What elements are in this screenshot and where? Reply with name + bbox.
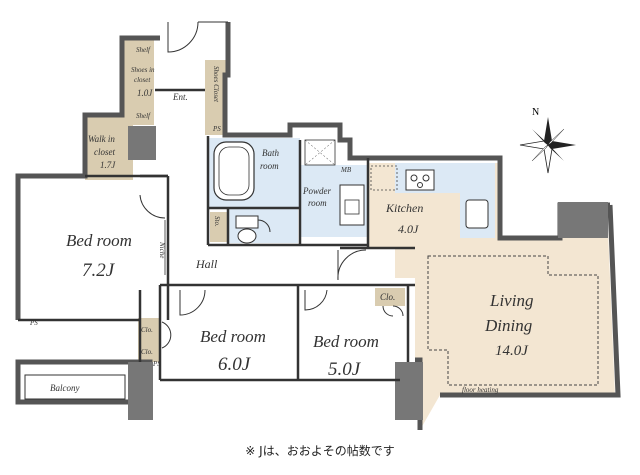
clo2-label: Clo. [141, 348, 153, 356]
clo1-label: Clo. [141, 326, 153, 334]
sto-label: Sto. [213, 216, 221, 227]
ps-label-3: PS [152, 360, 161, 368]
pillar [395, 362, 423, 420]
living-label: Living [489, 291, 533, 310]
ent-label: Ent. [172, 92, 188, 102]
shelf-bottom-label: Shelf [136, 112, 151, 120]
floor-heating-note: floor heating [462, 386, 499, 394]
bathtub [213, 141, 255, 201]
sto-fill [210, 212, 228, 242]
compass: N [519, 107, 576, 174]
shoes-closet-right-fill [205, 60, 227, 135]
dining-label: Dining [484, 316, 532, 335]
wic-label-2: closet [94, 147, 115, 157]
bed1-label: Bed room [66, 231, 132, 250]
shoes-closet-label: Shoes Closet [212, 66, 220, 103]
bath-label-2: room [260, 161, 279, 171]
door-swings [139, 21, 404, 349]
ps-label-2: PS [29, 319, 38, 327]
clo3-fill [375, 288, 405, 306]
kitchen-label: Kitchen [385, 201, 423, 215]
toilet [235, 215, 259, 229]
wic-size: 1.7J [100, 160, 116, 170]
footnote: ※ Jは、おおよその帖数です [245, 444, 395, 458]
bed1-size: 7.2J [82, 260, 116, 281]
wic-label-1: Walk in [88, 134, 115, 144]
clo2-fill [138, 340, 160, 362]
ps-label-1: PS [212, 125, 221, 133]
clo1-fill [138, 318, 160, 340]
kitchen-size: 4.0J [398, 222, 419, 236]
shelf-top-label: Shelf [136, 46, 151, 54]
balcony-area [24, 374, 126, 400]
bed2-size: 6.0J [218, 354, 252, 375]
shoes-in-closet-2: closet [134, 76, 151, 84]
kitchen-dashed-area [370, 165, 398, 191]
powder-label-2: room [308, 198, 327, 208]
pillar [128, 126, 156, 160]
wic-fill [85, 115, 133, 180]
shoes-in-closet-size: 1.0J [137, 88, 153, 98]
shoes-closet-fill [122, 40, 154, 125]
living-size: 14.0J [495, 343, 529, 359]
bath-label-1: Bath [262, 148, 279, 158]
compass-north-label: N [532, 107, 539, 118]
pillar [128, 362, 153, 420]
bed3-size: 5.0J [328, 359, 362, 380]
balcony-label: Balcony [50, 383, 80, 393]
pillar [558, 202, 608, 238]
floor-heating-area [427, 255, 599, 386]
bed2-label: Bed room [200, 327, 266, 346]
mb-label: MB [340, 166, 352, 174]
kitchen-sink [465, 199, 489, 229]
interior-walls [18, 88, 415, 382]
hall-label: Hall [195, 257, 218, 271]
clo3-label: Clo. [380, 292, 395, 302]
wash-basin [339, 184, 365, 226]
powder-label-1: Powder [302, 186, 331, 196]
niche-label: Niche [158, 241, 166, 258]
shoes-in-closet-1: Shoes in [131, 66, 155, 74]
bed3-label: Bed room [313, 332, 379, 351]
